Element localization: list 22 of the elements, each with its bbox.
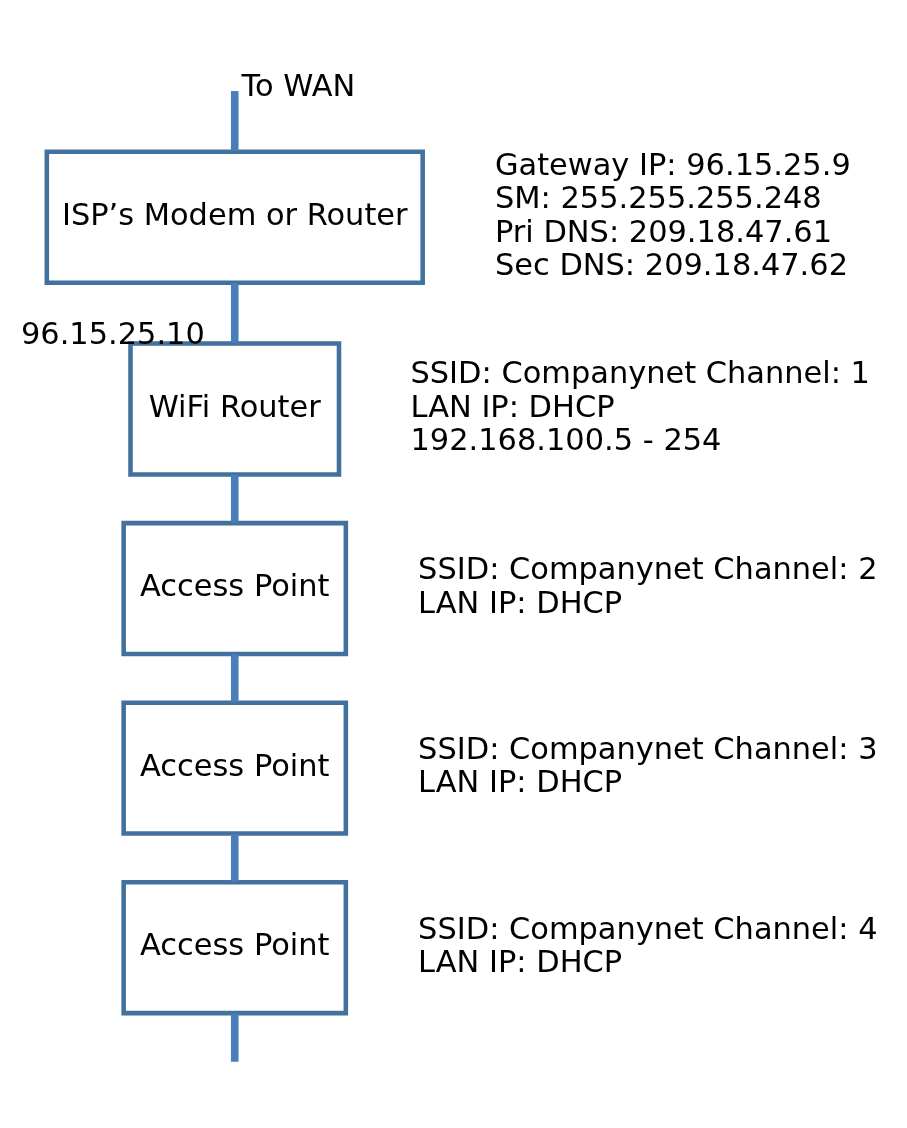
node-label: Sec DNS: 209.18.47.62 xyxy=(494,247,849,283)
connector xyxy=(230,833,239,882)
node-label: LAN IP: DHCP xyxy=(418,584,623,620)
edge-label: To WAN xyxy=(241,67,356,103)
node-label: LAN IP: DHCP xyxy=(410,388,615,424)
node-label: SSID: Companynet Channel: 1 xyxy=(410,355,870,391)
node-label: LAN IP: DHCP xyxy=(418,944,623,980)
connector xyxy=(230,283,239,344)
node-box: Access Point xyxy=(121,520,349,657)
node-label: Gateway IP: 96.15.25.9 xyxy=(494,146,851,182)
node-box: ISP’s Modem or Router xyxy=(44,149,425,285)
node-label: SSID: Companynet Channel: 2 xyxy=(418,551,878,587)
node-label: SSID: Companynet Channel: 3 xyxy=(418,730,878,766)
node-label: LAN IP: DHCP xyxy=(418,764,623,800)
node-box: Access Point xyxy=(121,879,349,1016)
connector xyxy=(230,654,239,703)
connector xyxy=(230,474,239,523)
node-label: SM: 255.255.255.248 xyxy=(494,180,822,216)
node-label: Pri DNS: 209.18.47.61 xyxy=(494,213,833,249)
node-label: SSID: Companynet Channel: 4 xyxy=(418,910,878,946)
node-box: Access Point xyxy=(121,700,349,836)
node-label: 192.168.100.5 - 254 xyxy=(410,422,722,458)
